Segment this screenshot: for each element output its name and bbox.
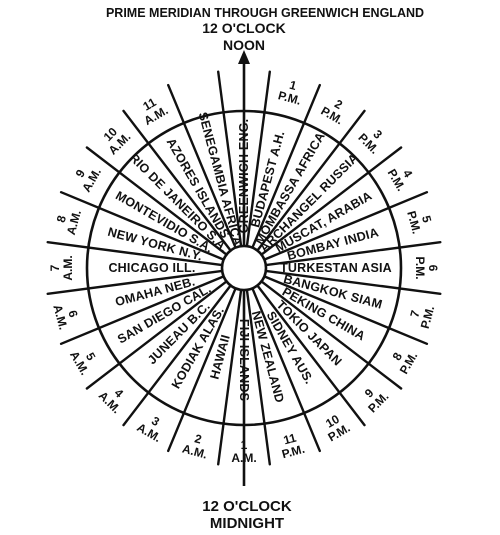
hour-meridiem: P.M.: [404, 209, 424, 235]
hour-number: 7: [48, 264, 62, 271]
hour-label: 10P.M.: [323, 412, 352, 445]
hour-label: 7P.M.: [407, 304, 438, 330]
zone-divider-line: [263, 275, 429, 345]
hour-label: 6A.M.: [50, 303, 80, 331]
hour-meridiem: P.M.: [277, 88, 303, 108]
hour-label: 6P.M.: [413, 256, 440, 279]
zone-place-label: FIJI ISLANDS: [237, 319, 251, 401]
zone-divider-line: [46, 240, 224, 267]
hour-meridiem: A.M.: [135, 420, 164, 445]
zone-divider-line: [256, 109, 366, 252]
zone-place-label: CHICAGO ILL.: [108, 261, 195, 275]
zone-divider-line: [260, 280, 403, 390]
zone-divider-line: [216, 288, 243, 466]
hour-number: 11: [282, 431, 298, 448]
hour-meridiem: P.M.: [418, 304, 438, 330]
hour-label: 3P.M.: [355, 127, 385, 157]
hour-number: 7: [407, 309, 422, 319]
hour-meridiem: P.M.: [318, 104, 345, 128]
hour-meridiem: P.M.: [413, 256, 427, 279]
zone-divider-line: [251, 83, 321, 249]
hour-label: 3A.M.: [135, 414, 164, 445]
hour-label: 5A.M.: [67, 349, 99, 378]
zone-divider-line: [59, 275, 225, 345]
hour-label: 2A.M.: [181, 431, 209, 462]
zone-place-label: GREENWICH ENG.: [237, 119, 251, 234]
zone-divider-line: [251, 287, 321, 453]
zone-divider-line: [264, 269, 442, 295]
noon-arrow-icon: [238, 50, 250, 64]
hour-meridiem: A.M.: [61, 255, 75, 280]
noon-time-label: 12 O'CLOCK: [202, 20, 285, 36]
hour-meridiem: A.M.: [231, 451, 256, 465]
hour-number: 8: [54, 214, 69, 224]
hour-meridiem: A.M.: [64, 208, 84, 236]
zone-divider-line: [216, 70, 243, 248]
hour-label: 11A.M.: [141, 95, 171, 128]
zone-divider-line: [263, 190, 429, 261]
hour-label: 9A.M.: [73, 166, 104, 195]
zone-divider-line: [122, 109, 232, 252]
zone-divider-line: [59, 190, 225, 261]
hour-number: 10: [323, 412, 342, 431]
zone-place-label: TURKESTAN ASIA: [280, 261, 392, 275]
hour-number: 2: [193, 431, 203, 446]
zone-divider-line: [264, 240, 442, 267]
hour-label: 1P.M.: [277, 78, 303, 108]
hour-number: 1: [241, 438, 248, 452]
zone-divider-line: [85, 280, 228, 390]
hour-label: 1A.M.: [231, 438, 256, 465]
zone-divider-line: [245, 70, 271, 248]
hour-label: 5P.M.: [404, 209, 434, 235]
hour-number: 1: [288, 78, 298, 93]
hour-label: 10A.M.: [101, 124, 134, 157]
hour-label: 4A.M.: [96, 386, 127, 416]
prime-meridian-title: PRIME MERIDIAN THROUGH GREENWICH ENGLAND: [106, 6, 424, 20]
hour-meridiem: P.M.: [397, 349, 421, 376]
midnight-label: MIDNIGHT: [210, 515, 284, 532]
hour-label: 2P.M.: [318, 97, 345, 128]
hour-number: 6: [426, 265, 440, 272]
zone-divider-line: [166, 83, 237, 249]
hub-circle: [220, 244, 268, 292]
midnight-time-label: 12 O'CLOCK: [202, 498, 292, 515]
hour-meridiem: A.M.: [67, 349, 92, 378]
dial-lines: [46, 50, 442, 486]
hour-label: 9P.M.: [362, 386, 392, 416]
zone-divider-line: [256, 284, 366, 427]
zone-divider-line: [122, 284, 232, 427]
zone-divider-line: [85, 146, 228, 256]
hour-number: 6: [65, 309, 80, 319]
zone-divider-line: [166, 287, 237, 453]
hour-label: 8P.M.: [390, 349, 421, 376]
hour-number: 5: [419, 214, 434, 224]
hour-label: 8A.M.: [54, 208, 84, 236]
noon-label: NOON: [223, 37, 265, 53]
hour-meridiem: A.M.: [79, 166, 104, 195]
zone-divider-line: [260, 146, 403, 256]
hour-label: 4P.M.: [385, 166, 416, 193]
hour-meridiem: A.M.: [181, 442, 209, 462]
hour-label: 11P.M.: [280, 431, 306, 462]
hour-meridiem: A.M.: [50, 303, 70, 331]
zone-divider-line: [46, 269, 224, 295]
hour-meridiem: P.M.: [280, 442, 306, 462]
zone-divider-line: [245, 288, 271, 466]
